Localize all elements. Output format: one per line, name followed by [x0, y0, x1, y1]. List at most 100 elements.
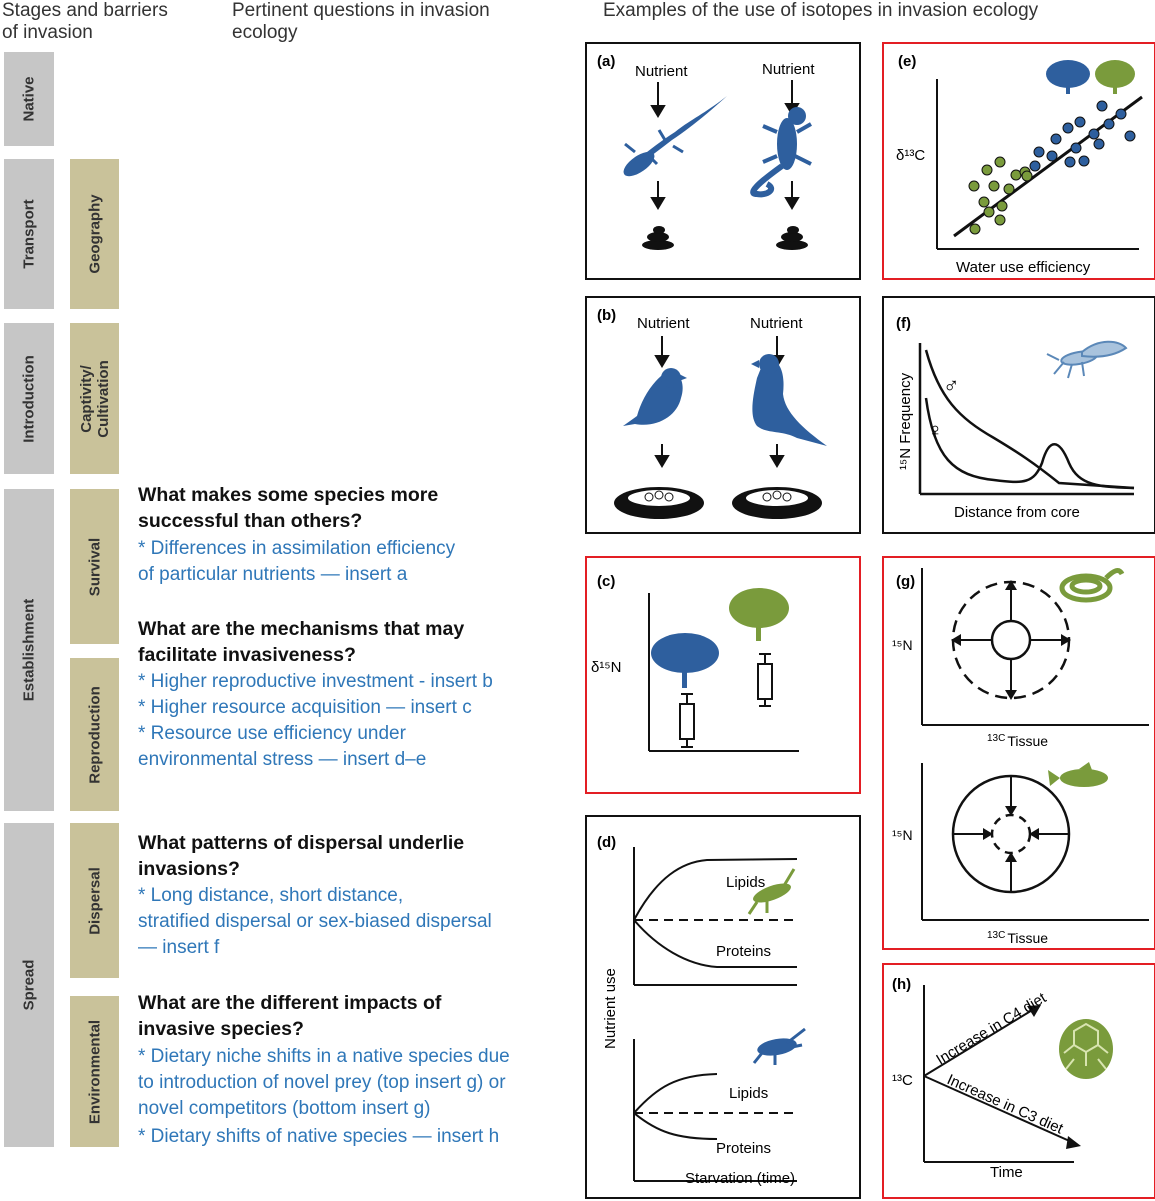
- header-stages-line1: Stages and barriers: [2, 0, 168, 21]
- answer-impacts-line2: to introduction of novel prey (top inser…: [138, 1072, 506, 1093]
- question-impacts-line1: What are the different impacts of: [138, 992, 442, 1014]
- tree-blue-icon: [651, 633, 719, 688]
- barrier-reproduction: Reproduction: [70, 658, 119, 811]
- panel-e-graphic: (e) δ¹³C Water use efficiency: [896, 53, 1143, 276]
- blue-point: [1096, 100, 1108, 112]
- blue-point: [1078, 155, 1090, 167]
- green-point: [1003, 183, 1015, 195]
- answer-mechanisms-line3: * Resource use efficiency under: [138, 723, 406, 744]
- panel-d-tag: (d): [597, 834, 616, 851]
- question-mechanisms: What are the mechanisms that may facilit…: [138, 616, 558, 668]
- panel-g-tag: (g): [896, 573, 915, 590]
- panel-g-ylabel-top: ¹⁵N: [892, 637, 913, 653]
- green-point: [994, 214, 1006, 226]
- green-point: [968, 180, 980, 192]
- panel-e-points: [968, 100, 1136, 235]
- answer-mechanisms-line2: * Higher resource acquisition — insert c: [138, 697, 472, 718]
- panel-g-xlabel-bottom-sub: Tissue: [1007, 930, 1048, 946]
- answer-impacts-line1: * Dietary niche shifts in a native speci…: [138, 1046, 510, 1067]
- stage-native-label: Native: [20, 76, 38, 122]
- stage-native: Native: [4, 52, 54, 146]
- fish-icon: [1048, 762, 1108, 787]
- answer-dispersal-line2: stratified dispersal or sex-biased dispe…: [138, 911, 492, 932]
- answer-impacts: * Dietary niche shifts in a native speci…: [138, 1044, 568, 1150]
- panel-h-ylabel: ¹³C: [892, 1072, 913, 1089]
- answer-dispersal-line3: — insert f: [138, 937, 220, 958]
- panel-f-xlabel: Distance from core: [954, 504, 1080, 521]
- panel-d: (d) Nutrient use Lipids Proteins Lipids …: [585, 815, 861, 1199]
- green-point: [996, 200, 1008, 212]
- tree-pair-icon: [1046, 60, 1135, 94]
- panel-f-tag: (f): [896, 315, 911, 332]
- question-success: What makes some species more successful …: [138, 482, 558, 534]
- panel-a: (a) Nutrient Nutrient: [585, 42, 861, 280]
- panel-d-ylabel: Nutrient use: [602, 968, 619, 1049]
- panel-g-xlabel-top-sub: Tissue: [1007, 733, 1048, 749]
- panel-h-tag: (h): [892, 976, 911, 993]
- turtle-icon: [1059, 1019, 1113, 1079]
- panel-g-xlabel-top-main: 13C: [987, 733, 1005, 744]
- stage-introduction-label: Introduction: [20, 354, 38, 443]
- answer-dispersal-line1: * Long distance, short distance,: [138, 885, 404, 906]
- barrier-environmental-label: Environmental: [86, 1019, 103, 1124]
- blue-point: [1046, 150, 1058, 162]
- blue-point: [1103, 118, 1115, 130]
- answer-impacts-line3: novel competitors (bottom insert g): [138, 1098, 431, 1119]
- green-point: [1010, 169, 1022, 181]
- answer-success-line1: * Differences in assimilation efficiency: [138, 538, 456, 559]
- panel-c: (c) δ¹⁵N: [585, 556, 861, 794]
- panel-b-graphic: (b) Nutrient Nutrient: [597, 307, 827, 519]
- panel-d-proteins-bottom: Proteins: [716, 1140, 771, 1157]
- panel-d-proteins-top: Proteins: [716, 943, 771, 960]
- header-stages-line2: of invasion: [2, 22, 93, 43]
- insect-icon: [1046, 340, 1128, 379]
- barrier-dispersal: Dispersal: [70, 823, 119, 978]
- answer-dispersal: * Long distance, short distance, stratif…: [138, 883, 568, 961]
- gecko-icon: [750, 107, 812, 198]
- panel-c-tag: (c): [597, 573, 615, 590]
- stage-spread-label: Spread: [20, 959, 38, 1011]
- green-point: [1021, 170, 1033, 182]
- barrier-survival-label: Survival: [86, 537, 103, 596]
- blue-point: [1115, 108, 1127, 120]
- stage-transport: Transport: [4, 159, 54, 309]
- stage-spread: Spread: [4, 823, 54, 1147]
- lizard-icon: [623, 96, 727, 177]
- panel-h-graphic: (h) ¹³C Increase in C4 diet Increase in …: [892, 976, 1113, 1181]
- header-questions-line1: Pertinent questions in invasion: [232, 0, 490, 21]
- answer-success-line2: of particular nutrients — insert a: [138, 564, 408, 585]
- answer-success: * Differences in assimilation efficiency…: [138, 536, 568, 588]
- barrier-captivity-line2: Cultivation: [94, 359, 112, 438]
- panel-h-xlabel: Time: [990, 1164, 1023, 1181]
- cricket-icon: [752, 1027, 806, 1065]
- panel-c-graphic: (c) δ¹⁵N: [591, 573, 799, 752]
- male-symbol: ♂: [943, 373, 960, 398]
- blue-point: [1029, 160, 1041, 172]
- question-dispersal: What patterns of dispersal underlie inva…: [138, 830, 558, 882]
- question-dispersal-line1: What patterns of dispersal underlie: [138, 832, 465, 854]
- stage-establishment: Establishment: [4, 489, 54, 811]
- barrier-captivity-line1: Captivity/: [77, 364, 95, 433]
- panel-d-lipids-top: Lipids: [726, 874, 765, 891]
- barrier-environmental: Environmental: [70, 996, 119, 1147]
- green-point: [969, 223, 981, 235]
- green-point: [994, 156, 1006, 168]
- green-point: [978, 196, 990, 208]
- header-stages: Stages and barriers of invasion: [2, 0, 168, 44]
- panel-b-tag: (b): [597, 307, 616, 324]
- header-questions: Pertinent questions in invasion ecology: [232, 0, 490, 44]
- barrier-geography-label: Geography: [86, 194, 103, 274]
- bird-icon: [623, 354, 827, 446]
- blue-point: [1050, 133, 1062, 145]
- barrier-reproduction-label: Reproduction: [86, 685, 103, 784]
- panel-e-xlabel: Water use efficiency: [956, 259, 1091, 276]
- nest-icon: [614, 487, 822, 519]
- panel-g-ylabel-bottom: ¹⁵N: [892, 827, 913, 843]
- stage-introduction: Introduction: [4, 323, 54, 474]
- panel-e-tag: (e): [898, 53, 916, 70]
- panel-a-graphic: (a) Nutrient Nutrient: [597, 53, 815, 250]
- panel-f: (f) ¹⁵N Frequency ♂ ♀ Distance from core: [882, 296, 1155, 534]
